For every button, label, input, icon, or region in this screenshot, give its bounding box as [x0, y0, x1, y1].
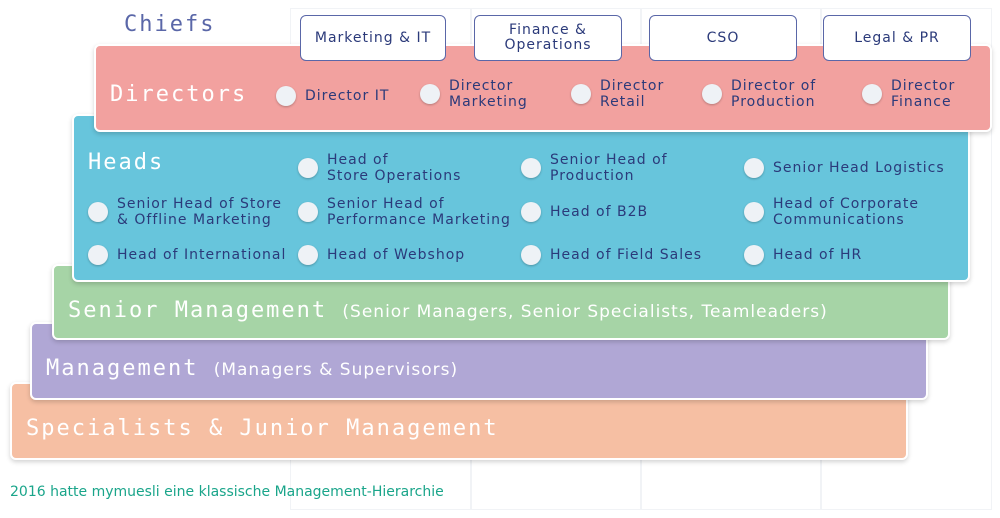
- bullet-circle-icon: [862, 84, 882, 104]
- head-label: Senior Head Logistics: [773, 160, 945, 176]
- director-label: Director Retail: [600, 78, 665, 110]
- head-label: Head of Field Sales: [550, 247, 703, 263]
- caption: 2016 hatte mymuesli eine klassische Mana…: [10, 484, 444, 500]
- bullet-circle-icon: [521, 202, 541, 222]
- chiefs-title: Chiefs: [124, 12, 216, 37]
- director-label: Director IT: [305, 88, 390, 104]
- bullet-circle-icon: [276, 86, 296, 106]
- chief-box-cso: CSO: [649, 15, 797, 61]
- head-item: Head of HR: [744, 245, 862, 265]
- heads-layer: Heads Head of Store Operations Senior He…: [72, 114, 970, 282]
- director-item: Director Finance: [862, 78, 955, 110]
- management-title: Management: [46, 356, 199, 381]
- heads-title: Heads: [88, 150, 165, 175]
- director-item: Director of Production: [702, 78, 816, 110]
- senior-management-subtitle: (Senior Managers, Senior Specialists, Te…: [342, 302, 828, 322]
- bullet-circle-icon: [521, 245, 541, 265]
- director-item: Director Marketing: [420, 78, 528, 110]
- head-item: Head of Store Operations: [298, 152, 461, 184]
- head-item: Head of Corporate Communications: [744, 196, 919, 228]
- chief-box-finance-operations: Finance & Operations: [474, 15, 622, 61]
- head-item: Head of Field Sales: [521, 245, 702, 265]
- bullet-circle-icon: [298, 202, 318, 222]
- head-label: Senior Head of Store & Offline Marketing: [117, 196, 283, 228]
- chief-box-legal-pr: Legal & PR: [823, 15, 971, 61]
- head-label: Senior Head of Performance Marketing: [327, 196, 511, 228]
- bullet-circle-icon: [88, 245, 108, 265]
- head-item: Senior Head Logistics: [744, 158, 945, 178]
- head-item: Head of International: [88, 245, 286, 265]
- head-label: Head of Store Operations: [327, 152, 462, 184]
- director-label: Director Finance: [891, 78, 956, 110]
- bullet-circle-icon: [744, 158, 764, 178]
- directors-title: Directors: [110, 82, 248, 107]
- head-item: Head of B2B: [521, 202, 648, 222]
- head-item: Senior Head of Store & Offline Marketing: [88, 196, 282, 228]
- bullet-circle-icon: [420, 84, 440, 104]
- director-label: Director of Production: [731, 78, 817, 110]
- bullet-circle-icon: [298, 158, 318, 178]
- head-label: Head of International: [117, 247, 287, 263]
- specialists-title: Specialists & Junior Management: [26, 416, 499, 441]
- senior-management-title: Senior Management: [68, 298, 328, 323]
- chief-box-marketing-it: Marketing & IT: [300, 15, 446, 61]
- head-label: Head of B2B: [550, 204, 649, 220]
- director-label: Director Marketing: [449, 78, 528, 110]
- head-label: Head of Webshop: [327, 247, 466, 263]
- bullet-circle-icon: [744, 245, 764, 265]
- head-item: Senior Head of Production: [521, 152, 668, 184]
- head-label: Senior Head of Production: [550, 152, 668, 184]
- head-label: Head of Corporate Communications: [773, 196, 919, 228]
- bullet-circle-icon: [298, 245, 318, 265]
- bullet-circle-icon: [88, 202, 108, 222]
- bullet-circle-icon: [702, 84, 722, 104]
- head-label: Head of HR: [773, 247, 863, 263]
- head-item: Head of Webshop: [298, 245, 465, 265]
- director-item: Director IT: [276, 86, 389, 106]
- management-title-row: Management (Managers & Supervisors): [46, 356, 458, 381]
- bullet-circle-icon: [521, 158, 541, 178]
- director-item: Director Retail: [571, 78, 664, 110]
- bullet-circle-icon: [571, 84, 591, 104]
- bullet-circle-icon: [744, 202, 764, 222]
- management-subtitle: (Managers & Supervisors): [213, 360, 459, 380]
- head-item: Senior Head of Performance Marketing: [298, 196, 511, 228]
- senior-management-title-row: Senior Management (Senior Managers, Seni…: [68, 298, 828, 323]
